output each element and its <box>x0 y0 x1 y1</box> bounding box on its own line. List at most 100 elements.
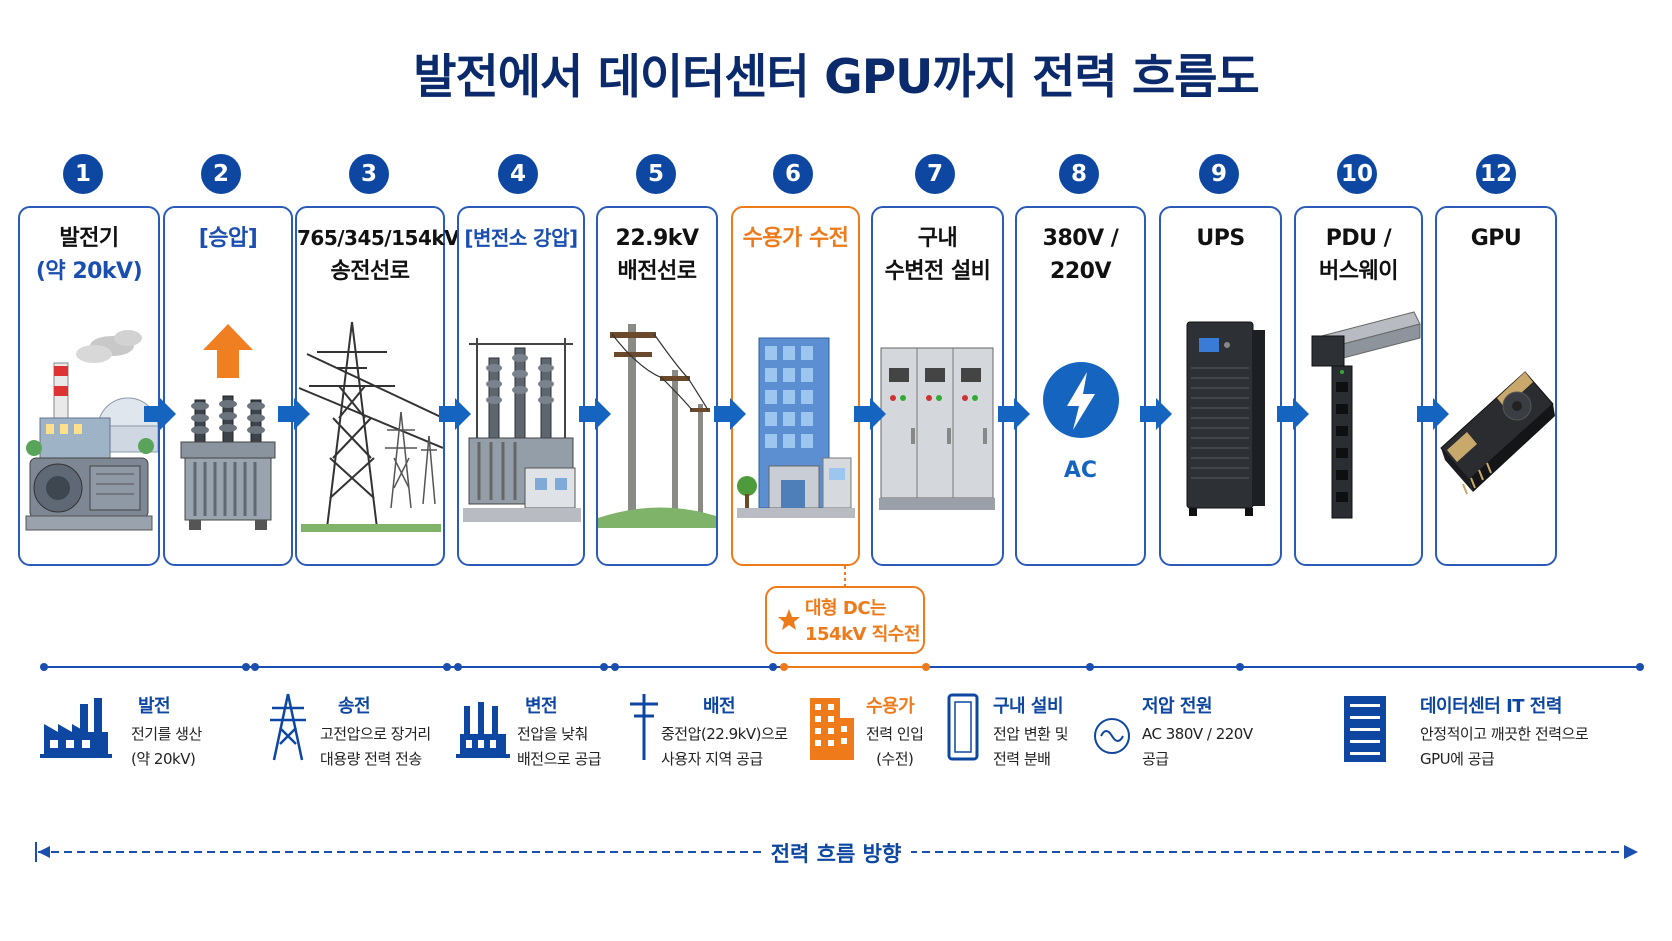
note-line2: 154kV 직수전 <box>805 624 920 645</box>
step-label-line1: GPU <box>1470 226 1522 251</box>
legend-desc-line1: 전기를 생산 <box>131 725 202 743</box>
step-label-line1: [변전소 강압] <box>464 226 578 250</box>
substation-icon <box>456 702 510 758</box>
step-label-line1: 수용가 수전 <box>742 226 849 251</box>
legend-desc-line2: (약 20kV) <box>131 750 196 768</box>
step-label-line2: 수변전 설비 <box>884 259 991 284</box>
ac-lightning-icon <box>1043 362 1119 438</box>
step-label-line1: 구내 <box>917 226 958 251</box>
legend-desc-line2: 전력 분배 <box>993 750 1051 768</box>
legend-desc-line2: 배전으로 공급 <box>517 750 602 768</box>
cabinet-icon <box>947 693 979 761</box>
step-label-line1: PDU / <box>1325 226 1392 251</box>
step-up-transformer-icon <box>180 324 276 530</box>
legend-desc-line2: 대용량 전력 전송 <box>320 750 422 768</box>
note-line1: 대형 DC는 <box>805 598 887 619</box>
flow-arrow-icon <box>714 398 746 430</box>
ac-wave-icon <box>1094 718 1130 754</box>
step-label-line1: 765/345/154kV <box>297 226 460 250</box>
flow-arrow-icon <box>439 398 471 430</box>
direct-reception-note: 대형 DC는 154kV 직수전 <box>765 586 925 654</box>
flow-arrow-icon <box>579 398 611 430</box>
pdu-busway-icon <box>1311 311 1421 519</box>
note-connector <box>844 566 846 588</box>
office-building-icon <box>737 337 855 518</box>
step-label-line2: 배전선로 <box>617 259 697 284</box>
legend-title: 발전 <box>138 696 171 717</box>
legend-title: 저압 전원 <box>1142 696 1213 717</box>
legend-desc-line2: (수전) <box>876 750 914 768</box>
legend-desc-line1: 전력 인입 <box>866 725 924 743</box>
step-label-line2: 220V <box>1050 259 1111 284</box>
legend-title: 송전 <box>338 696 371 717</box>
flow-arrow-icon <box>1417 398 1449 430</box>
page-title: 발전에서 데이터센터 GPU까지 전력 흐름도 <box>413 50 1259 105</box>
legend-title: 구내 설비 <box>993 696 1064 717</box>
step-badge-3: 3 <box>349 154 389 194</box>
step-card-pdu: PDU / 버스웨이 <box>1294 206 1423 566</box>
flow-arrow-icon <box>278 398 310 430</box>
step-label-line1: 22.9kV <box>615 226 699 251</box>
flow-arrow-icon <box>854 398 886 430</box>
ac-label: AC <box>1063 458 1098 483</box>
step-label-line1: 380V / <box>1042 226 1119 251</box>
building-icon <box>810 698 854 760</box>
legend-desc-line1: 전압 변환 및 <box>993 725 1069 743</box>
pole-icon <box>630 694 658 760</box>
star-icon <box>778 609 800 630</box>
legend-timeline <box>40 663 1644 671</box>
step-card-consumer: 수용가 수전 <box>731 206 860 566</box>
tower-icon <box>270 693 306 761</box>
legend-desc-line1: 전압을 낮춰 <box>517 725 588 743</box>
step-label-line1: UPS <box>1196 226 1245 251</box>
step-label-line2: (약 20kV) <box>35 259 143 284</box>
flow-arrow-icon <box>998 398 1030 430</box>
step-card-transmission: 765/345/154kV 송전선로 <box>295 206 460 566</box>
legend-desc-line2: 공급 <box>1142 750 1169 768</box>
legend-title: 변전 <box>525 696 558 717</box>
step-label-line1: 발전기 <box>59 226 119 251</box>
legend-desc-line1: AC 380V / 220V <box>1142 725 1253 743</box>
step-card-substation: [변전소 강압] <box>457 206 585 566</box>
utility-pole-icon <box>598 324 716 528</box>
flow-arrow-icon <box>1277 398 1309 430</box>
flow-direction-label: 전력 흐름 방향 <box>760 842 912 866</box>
legend-desc-line1: 고전압으로 장거리 <box>320 725 431 743</box>
step-badge-1: 1 <box>63 154 103 194</box>
step-badge-10: 10 <box>1337 154 1377 194</box>
step-label-line1: [승압] <box>198 226 258 251</box>
step-card-low-voltage: 380V / 220V AC <box>1015 206 1146 566</box>
legend-desc-line2: GPU에 공급 <box>1420 750 1495 768</box>
gpu-card-icon <box>1440 371 1555 495</box>
step-badge-12: 12 <box>1476 154 1516 194</box>
legend-title: 데이터센터 IT 전력 <box>1420 696 1562 717</box>
server-icon <box>1344 696 1386 762</box>
step-badge-7: 7 <box>915 154 955 194</box>
step-label-line2: 버스웨이 <box>1319 259 1398 284</box>
switchgear-cabinet-icon <box>879 347 995 510</box>
step-card-step-up: [승압] <box>163 206 293 566</box>
legend-title: 배전 <box>703 696 736 717</box>
legend-desc-line1: 안정적이고 깨끗한 전력으로 <box>1420 725 1589 743</box>
power-plant-icon <box>25 330 158 531</box>
legend-desc-line2: 사용자 지역 공급 <box>661 750 763 768</box>
step-badge-5: 5 <box>636 154 676 194</box>
step-badge-9: 9 <box>1199 154 1239 194</box>
step-badge-8: 8 <box>1059 154 1099 194</box>
legend-title: 수용가 <box>866 696 915 717</box>
ups-cabinet-icon <box>1186 321 1265 516</box>
flow-arrow-icon <box>1140 398 1172 430</box>
factory-icon <box>40 698 112 758</box>
step-badge-2: 2 <box>201 154 241 194</box>
step-card-ups: UPS <box>1159 206 1282 566</box>
step-card-distribution: 22.9kV 배전선로 <box>596 206 718 566</box>
transmission-tower-icon <box>298 321 443 532</box>
legend-desc-line1: 중전압(22.9kV)으로 <box>661 725 788 743</box>
step-card-switchgear: 구내 수변전 설비 <box>871 206 1004 566</box>
step-card-generator: 발전기 (약 20kV) <box>18 206 160 566</box>
step-badge-6: 6 <box>773 154 813 194</box>
substation-icon <box>463 338 581 522</box>
step-label-line2: 송전선로 <box>330 259 410 284</box>
step-card-gpu: GPU <box>1435 206 1557 566</box>
step-badge-4: 4 <box>498 154 538 194</box>
